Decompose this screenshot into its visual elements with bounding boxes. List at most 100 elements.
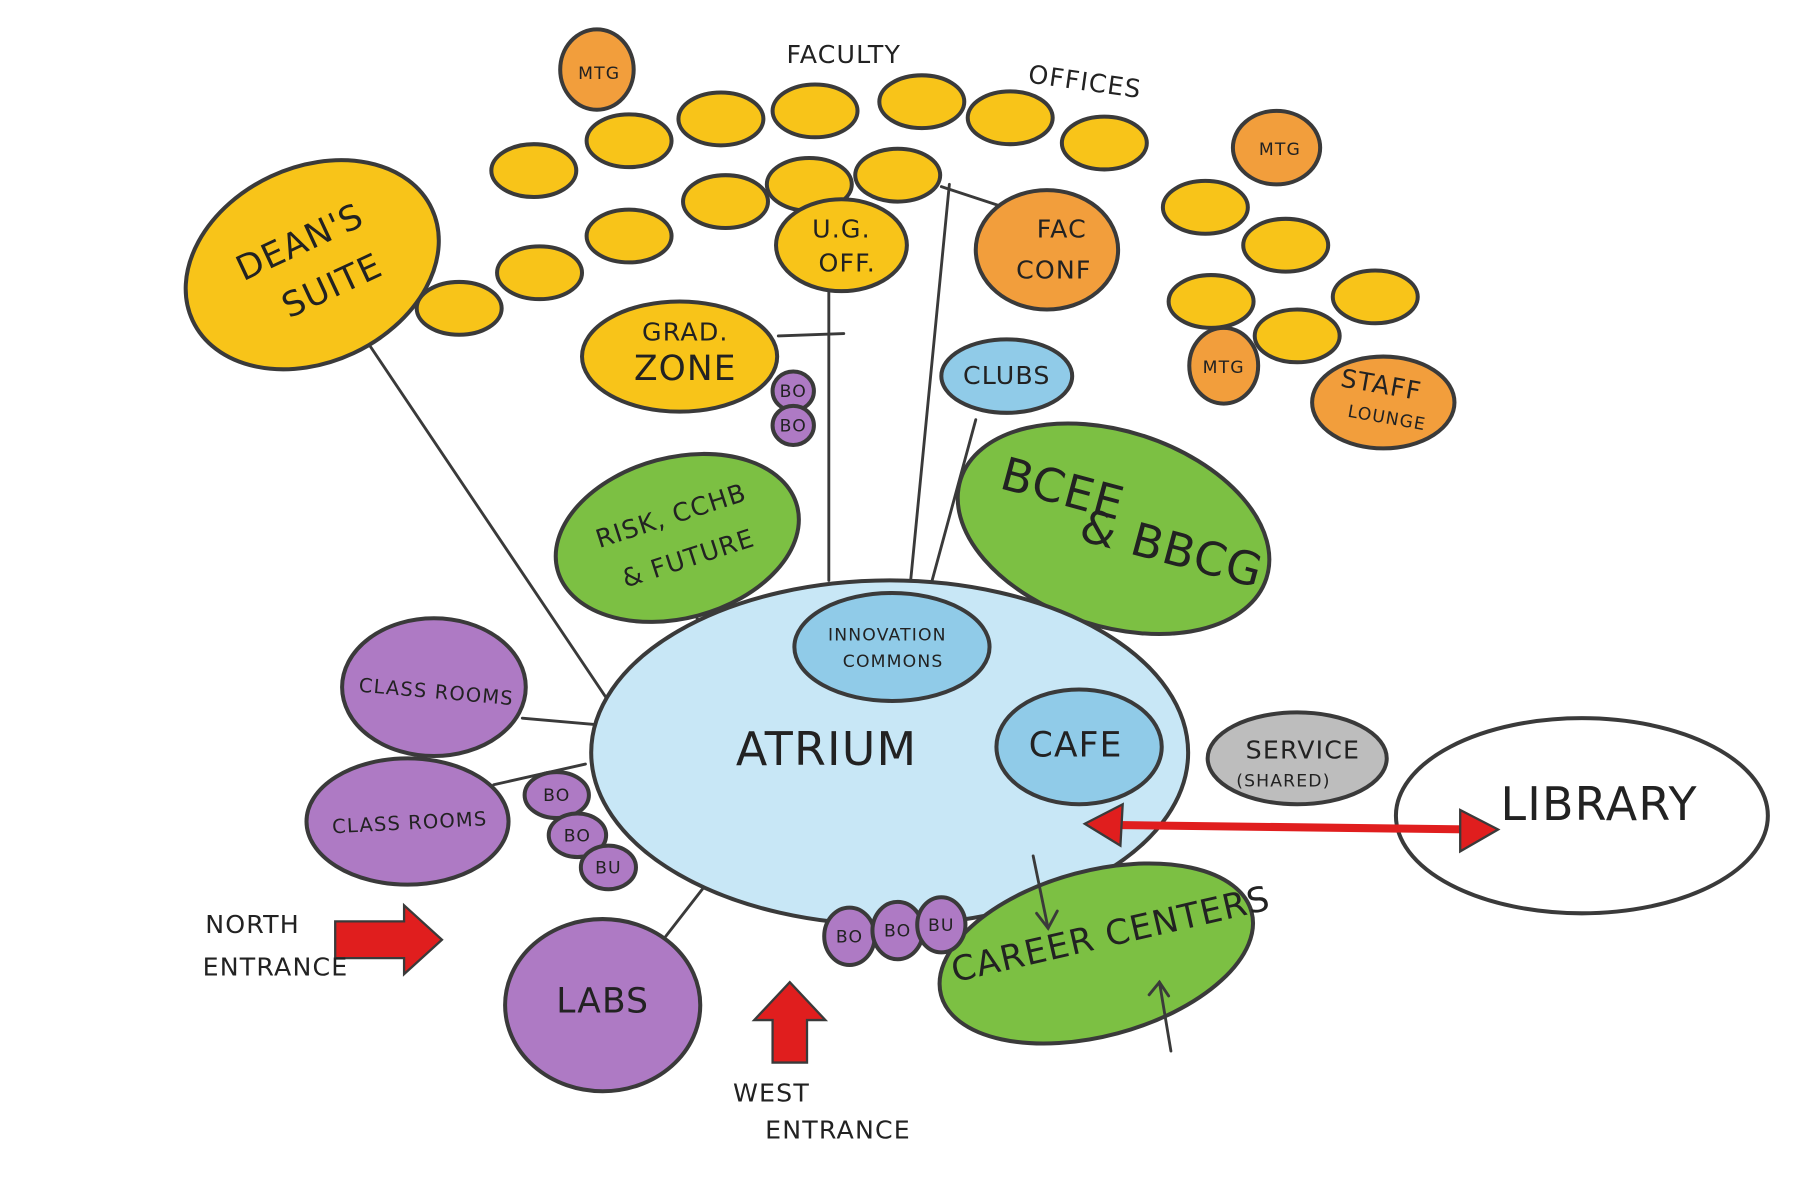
bcee-bbcg: BCEE & BBCG: [955, 421, 1272, 637]
classroom-breakout-rooms: BO BO BU: [522, 770, 638, 892]
risk-bubble: [553, 451, 801, 624]
faculty-office-bubble: [414, 279, 504, 337]
ug-office-label-1: U.G.: [812, 214, 871, 243]
faculty-office-bubble: [681, 173, 770, 230]
faculty-office-bubble: [489, 142, 579, 200]
faculty-office-bubble: [1241, 216, 1331, 274]
innovation-bubble: [792, 591, 992, 703]
mtg-room-2: MTG: [1230, 108, 1323, 187]
ug-office-label-2: OFF.: [818, 249, 875, 278]
line-fac-conf: [939, 185, 1006, 209]
west-entrance-label-1: WEST: [733, 1079, 810, 1108]
classrooms-bubble: [340, 616, 528, 759]
clubs: CLUBS: [939, 337, 1075, 415]
faculty-office-bubble: [495, 244, 585, 302]
innovation-label-1: INNOVATION: [828, 626, 947, 646]
faculty-office-bubble: [676, 90, 766, 148]
labs-label: LABS: [556, 981, 649, 1021]
ug-office: U.G. OFF.: [774, 197, 909, 294]
mtg-bubble: [558, 27, 636, 112]
west-entrance-arrow: [751, 980, 829, 1064]
career-arrowhead-bottom: [1147, 979, 1171, 998]
arrowhead-right: [1459, 808, 1501, 854]
mtg-room-1: MTG: [558, 27, 636, 112]
breakout-label: BO: [884, 922, 911, 942]
grad-zone-bubble: [580, 299, 780, 414]
line-grad-zone: [776, 332, 846, 338]
breakout-bubble: [915, 895, 968, 955]
west-entrance-label-2: ENTRANCE: [765, 1115, 911, 1144]
career-bubble: [937, 861, 1256, 1046]
innovation-commons: INNOVATION COMMONS: [792, 591, 992, 703]
library-bubble: [1393, 716, 1770, 916]
breakout-bubble: [546, 811, 609, 860]
west-entrance: WEST ENTRANCE: [733, 980, 911, 1144]
grad-zone-label-1: GRAD.: [642, 318, 729, 347]
atrium-library-link-arrow: [1082, 802, 1501, 854]
fac-conf-label-1: FAC: [1037, 214, 1087, 243]
faculty-office-bubble: [770, 82, 860, 140]
cafe: CAFE: [994, 687, 1164, 807]
breakout-bubble: [578, 843, 638, 892]
faculty-office-bubble: [1059, 114, 1149, 172]
north-entrance-arrow: [334, 902, 444, 977]
faculty-office-bubble: [1166, 273, 1256, 330]
north-entrance: NORTH ENTRANCE: [203, 902, 444, 981]
service-shared: SERVICE (SHARED): [1205, 710, 1389, 807]
mtg-label: MTG: [578, 64, 620, 84]
career-centers: CAREER CENTERS: [937, 854, 1274, 1053]
fac-conf-label-2: CONF: [1016, 256, 1092, 285]
line-deans-atrium: [348, 314, 622, 720]
cafe-label: CAFE: [1029, 725, 1123, 765]
deans-suite: DEAN'S SUITE: [183, 158, 441, 372]
career-arrow-bottom: [1158, 980, 1173, 1053]
grad-zone-label-2: ZONE: [634, 349, 737, 389]
atrium: ATRIUM: [589, 578, 1191, 927]
south-breakout-rooms: BO BO BU: [822, 895, 968, 967]
staff-lounge: STAFF LOUNGE: [1310, 354, 1457, 451]
line-faculty-atrium: [908, 182, 951, 586]
cafe-bubble: [994, 687, 1164, 807]
faculty-office-bubble: [1160, 178, 1250, 236]
service-label-1: SERVICE: [1246, 735, 1360, 764]
deans-suite-bubble: [183, 158, 441, 372]
innovation-label-2: COMMONS: [843, 652, 944, 672]
classrooms-bubble: [304, 756, 511, 887]
labs: LABS: [503, 917, 703, 1094]
service-label-2: (SHARED): [1236, 771, 1330, 791]
grad-zone: GRAD. ZONE: [580, 299, 780, 414]
breakout-label: BO: [836, 927, 863, 947]
mtg-bubble: [1187, 325, 1261, 406]
faculty-office-bubble: [965, 89, 1055, 147]
clubs-bubble: [939, 337, 1075, 415]
mtg-bubble: [1230, 108, 1323, 187]
link-shaft: [1107, 820, 1476, 834]
faculty-office-bubble: [877, 73, 967, 131]
clubs-label: CLUBS: [963, 361, 1051, 390]
library: LIBRARY: [1393, 716, 1770, 916]
faculty-conference: FAC CONF: [973, 188, 1121, 312]
grad-breakout-rooms: BO BO: [770, 369, 816, 447]
faculty-office-bubble: [584, 207, 674, 265]
breakout-bubble: [770, 403, 816, 447]
labs-bubble: [503, 917, 703, 1094]
service-bubble: [1205, 710, 1389, 807]
staff-lounge-bubble: [1310, 354, 1457, 451]
classrooms-1: CLASS ROOMS: [340, 616, 528, 759]
north-entrance-label-2: ENTRANCE: [203, 952, 349, 981]
faculty-label: FACULTY: [786, 40, 901, 69]
breakout-label: BO: [780, 417, 807, 437]
breakout-label: BO: [780, 382, 807, 402]
faculty-office-bubble: [584, 112, 674, 170]
mtg-label: MTG: [1259, 140, 1301, 160]
faculty-office-bubble: [1330, 268, 1420, 326]
faculty-office-bubble: [853, 146, 943, 204]
ug-office-bubble: [774, 197, 909, 294]
north-entrance-label-1: NORTH: [205, 910, 300, 939]
faculty-office-bubble: [1252, 307, 1342, 365]
breakout-label: BU: [928, 916, 955, 936]
line-clubs-atrium: [930, 418, 978, 582]
arrowhead-left: [1082, 802, 1124, 848]
